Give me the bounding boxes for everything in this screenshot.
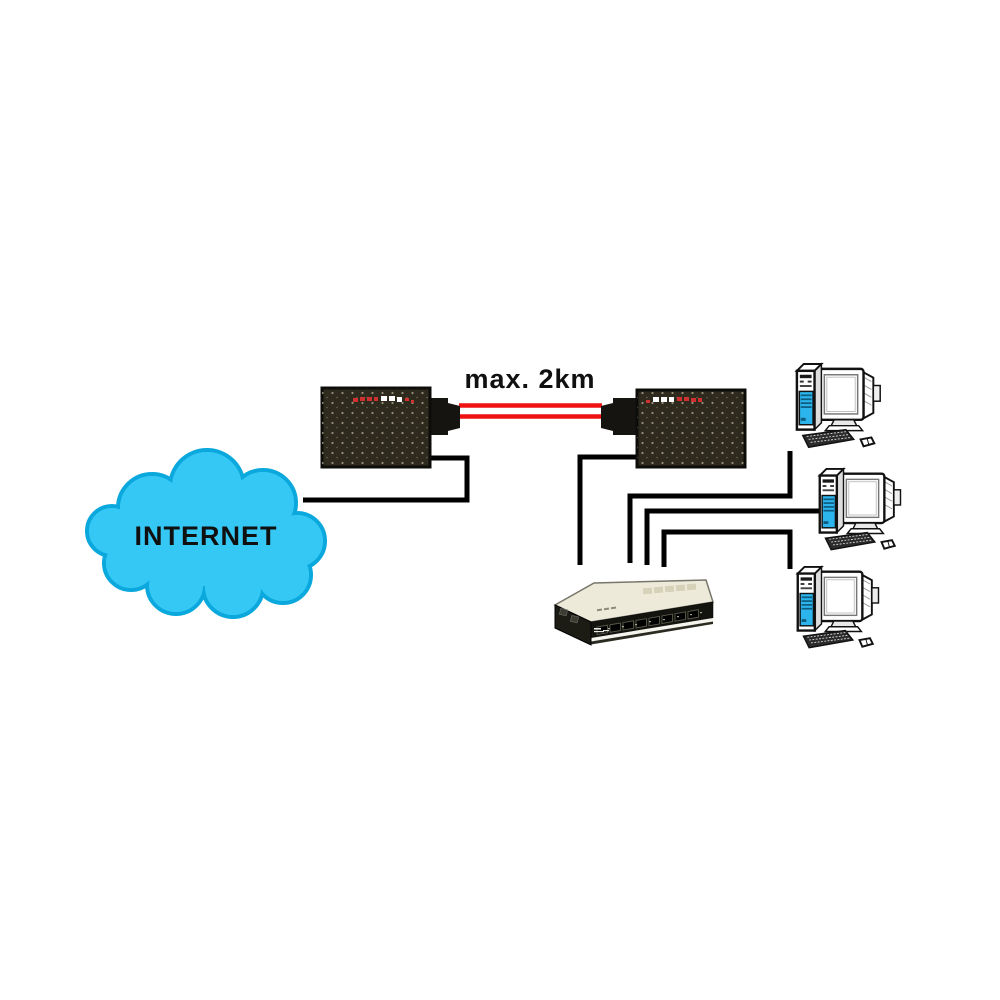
switch-left-cap-port-1 bbox=[558, 607, 569, 617]
converter-right-label-marks bbox=[646, 397, 702, 403]
media-converter-left bbox=[320, 386, 460, 469]
fiber-connector-right-tip bbox=[601, 403, 613, 431]
switch-left-cap-port-2 bbox=[569, 614, 580, 624]
converter-left-label-marks bbox=[353, 396, 414, 403]
cable-switch-to-computer-1 bbox=[627, 451, 793, 563]
cable-layer bbox=[303, 451, 822, 569]
fiber-connector-left-tip bbox=[448, 403, 460, 431]
fiber-link: max. 2km bbox=[459, 364, 602, 419]
cable-switch-to-computer-2 bbox=[644, 508, 822, 565]
cloud-body bbox=[89, 452, 323, 615]
fiber-strands bbox=[459, 403, 602, 419]
computer-1 bbox=[795, 362, 882, 449]
media-converter-right bbox=[601, 388, 747, 469]
switch-base-strip bbox=[591, 618, 713, 642]
converter-right-texture bbox=[637, 390, 745, 467]
switch-top-print bbox=[596, 606, 617, 612]
cable-switch-to-computer-3 bbox=[661, 529, 793, 569]
switch-port-speckles bbox=[608, 612, 702, 630]
ethernet-switch bbox=[553, 579, 714, 646]
switch-front-print bbox=[594, 628, 609, 633]
computer-2 bbox=[818, 467, 902, 551]
cable-converter-right-to-switch bbox=[577, 454, 637, 565]
internet-cloud: INTERNET bbox=[85, 448, 327, 619]
distance-label: max. 2km bbox=[464, 364, 595, 394]
switch-base-shadow bbox=[591, 621, 713, 645]
cable-cloud-to-converter-left bbox=[303, 455, 470, 503]
fiber-connector-left bbox=[429, 398, 448, 435]
switch-embossed-logo bbox=[642, 583, 697, 595]
switch-ports bbox=[596, 609, 699, 636]
internet-label: INTERNET bbox=[135, 521, 278, 551]
computer-3 bbox=[796, 565, 880, 649]
fiber-connector-right bbox=[613, 398, 638, 435]
